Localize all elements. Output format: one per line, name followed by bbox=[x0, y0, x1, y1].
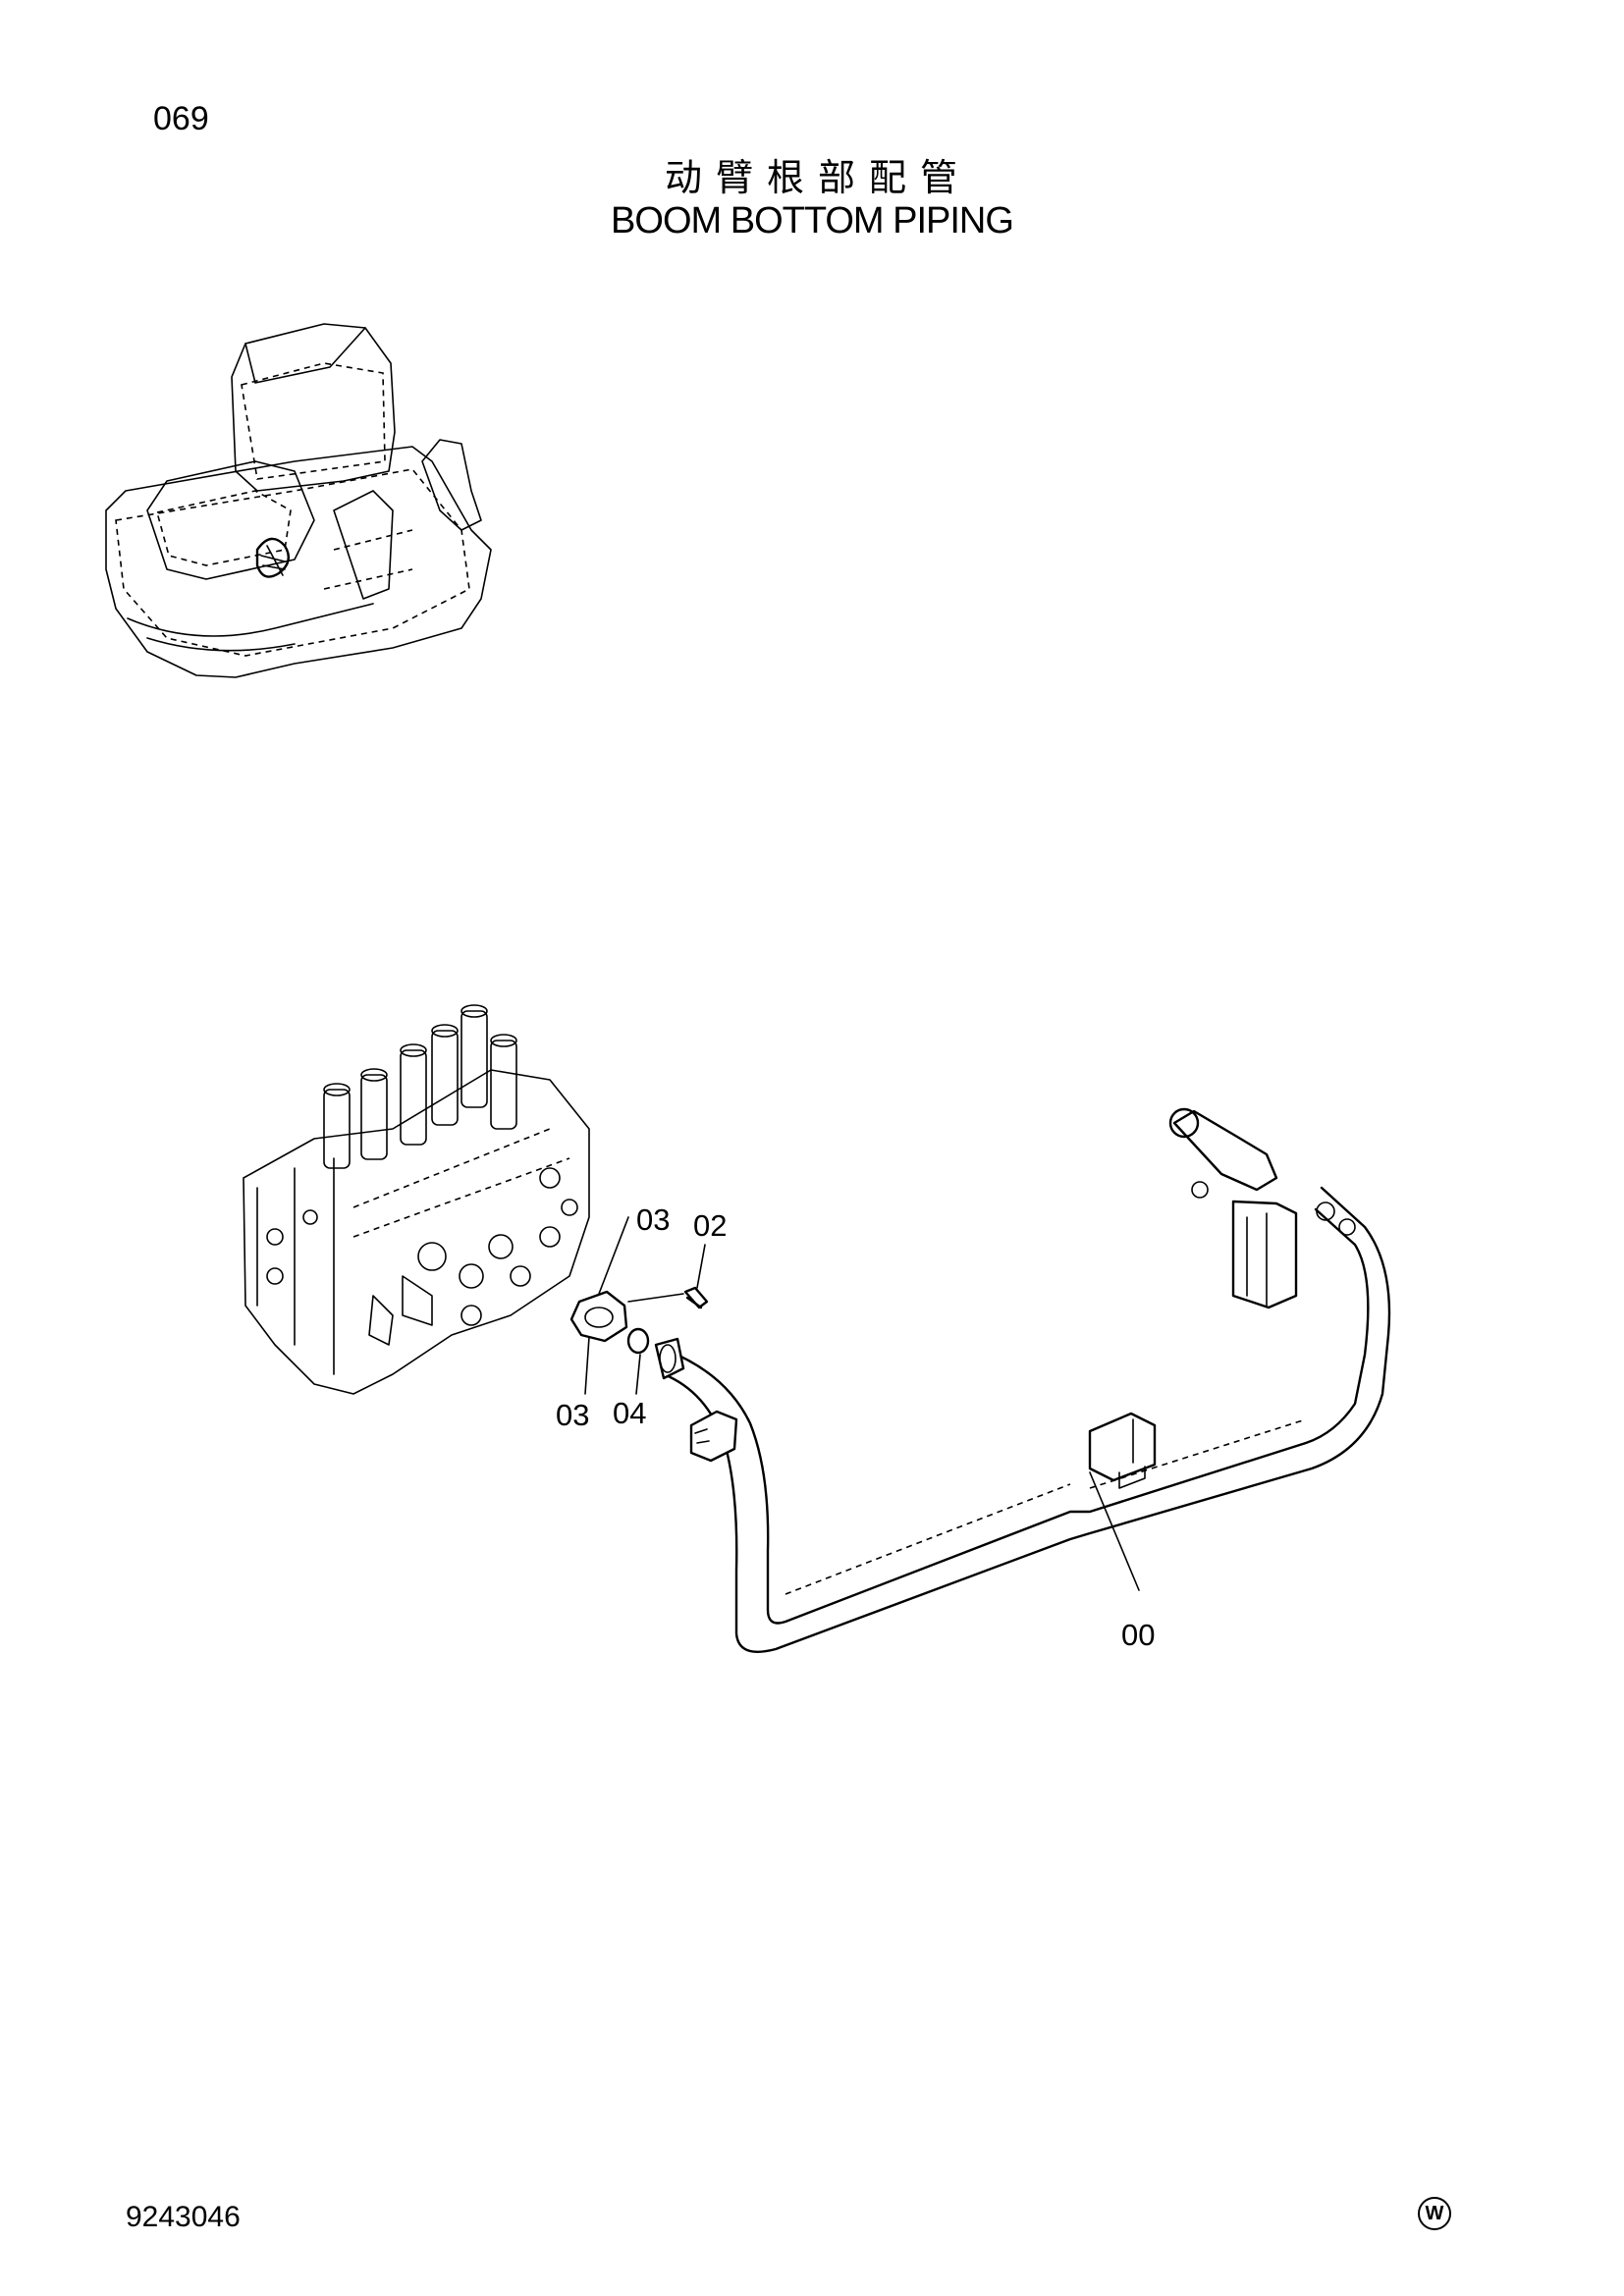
callout-02: 02 bbox=[693, 1208, 728, 1243]
control-valve-illustration bbox=[243, 1004, 590, 1395]
bolt-02 bbox=[683, 1286, 709, 1309]
boom-bottom-pipe-00 bbox=[654, 1107, 1391, 1653]
page-number: 069 bbox=[153, 100, 209, 137]
callout-03-lower: 03 bbox=[556, 1398, 590, 1432]
callout-03-upper: 03 bbox=[636, 1202, 671, 1237]
title-english: BOOM BOTTOM PIPING bbox=[611, 200, 1014, 241]
callout-00: 00 bbox=[1121, 1618, 1156, 1652]
machine-overview-illustration bbox=[105, 323, 492, 678]
flange-half-03 bbox=[569, 1290, 628, 1343]
w-circle-mark: W bbox=[1418, 2197, 1451, 2230]
callout-04: 04 bbox=[613, 1396, 647, 1430]
document-number: 9243046 bbox=[126, 2201, 241, 2233]
o-ring-04 bbox=[626, 1327, 650, 1355]
title-chinese: 动臂根部配管 bbox=[664, 156, 971, 199]
